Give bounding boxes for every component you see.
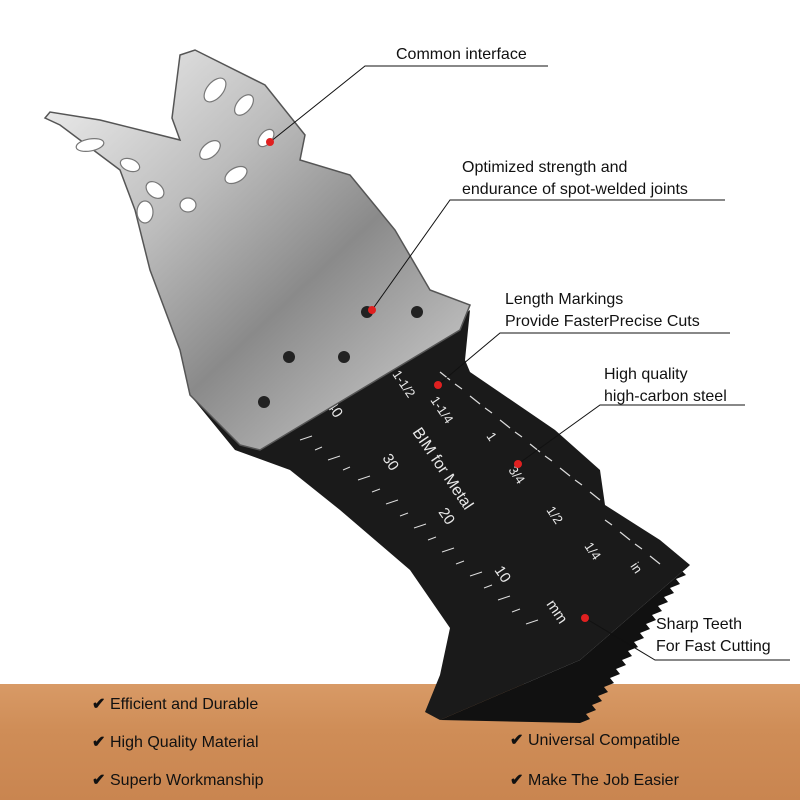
- inch-scale: [439, 371, 661, 565]
- callout-weld-line2: endurance of spot-welded joints: [462, 181, 688, 198]
- callout-teeth-line1: Sharp Teeth: [656, 616, 742, 633]
- callout-markings: Length Markings Provide FasterPrecise Cu…: [505, 289, 700, 333]
- callout-interface: Common interface: [396, 44, 527, 66]
- mm-scale: [299, 435, 539, 625]
- feature-item: ✔ Superb Workmanship: [92, 771, 264, 791]
- check-icon: ✔: [510, 732, 524, 749]
- callout-interface-line1: Common interface: [396, 46, 527, 63]
- wood-surface: [0, 684, 800, 800]
- feature-item: ✔ Efficient and Durable: [92, 695, 258, 715]
- check-icon: ✔: [92, 696, 106, 713]
- leader-lines: [269, 65, 790, 661]
- callout-steel-line2: high-carbon steel: [604, 388, 727, 405]
- callout-markings-line2: Provide FasterPrecise Cuts: [505, 313, 700, 330]
- feature-item: ✔ High Quality Material: [92, 733, 259, 753]
- mm-label-10: 10: [491, 563, 514, 586]
- feature-label: High Quality Material: [110, 734, 259, 751]
- check-icon: ✔: [92, 734, 106, 751]
- check-icon: ✔: [92, 772, 106, 789]
- feature-item: ✔ Universal Compatible: [510, 731, 680, 751]
- callout-markers: [266, 138, 589, 622]
- mm-label-20: 20: [435, 505, 458, 528]
- callout-teeth-line2: For Fast Cutting: [656, 638, 771, 655]
- callout-steel-line1: High quality: [604, 366, 688, 383]
- check-icon: ✔: [510, 772, 524, 789]
- callout-weld-line1: Optimized strength and: [462, 159, 628, 176]
- callout-weld: Optimized strength and endurance of spot…: [462, 157, 688, 201]
- feature-item: ✔ Make The Job Easier: [510, 771, 679, 791]
- mm-label-30: 30: [379, 451, 402, 474]
- feature-label: Superb Workmanship: [110, 772, 264, 789]
- steel-plate: [43, 49, 471, 451]
- callout-teeth: Sharp Teeth For Fast Cutting: [656, 614, 771, 658]
- callout-steel: High quality high-carbon steel: [604, 364, 727, 408]
- feature-label: Make The Job Easier: [528, 772, 679, 789]
- feature-label: Universal Compatible: [528, 732, 681, 749]
- feature-label: Efficient and Durable: [110, 696, 259, 713]
- callout-markings-line1: Length Markings: [505, 291, 624, 308]
